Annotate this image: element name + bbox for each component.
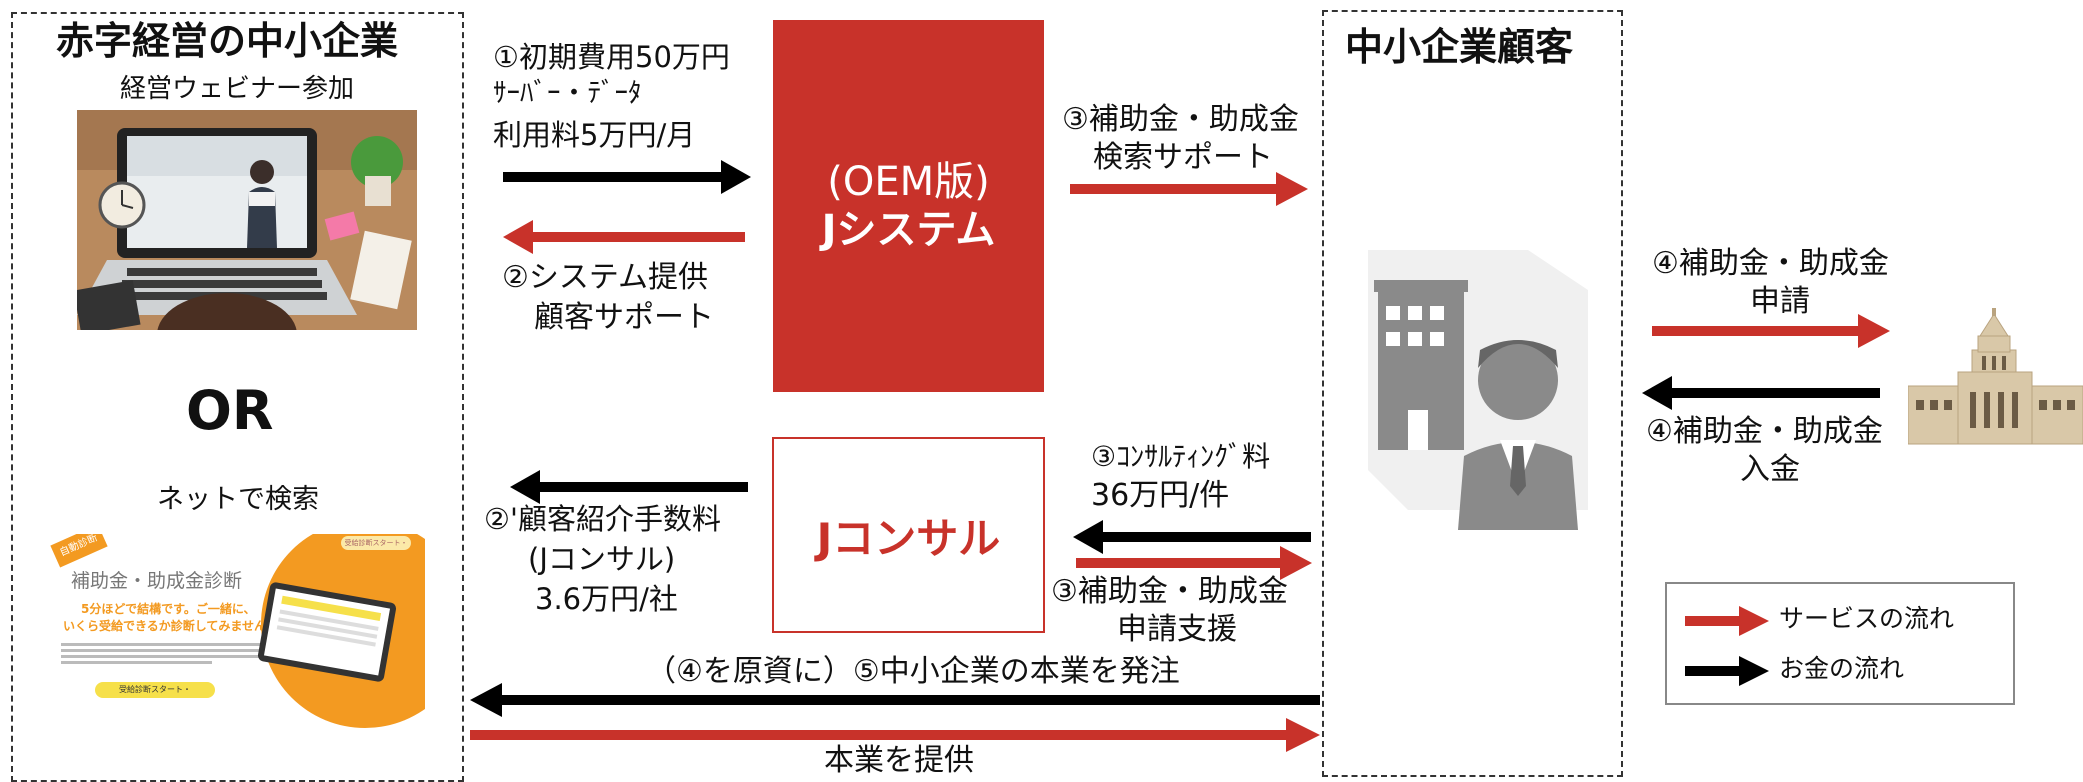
webinar-label: 経営ウェビナー参加 bbox=[120, 74, 355, 104]
diagnosis-mini-button-label: 受給診断スタート・ bbox=[344, 539, 408, 547]
label-consulting-fee-line2: 36万円/件 bbox=[1091, 478, 1230, 513]
label-subsidy-application-line1: ④補助金・助成金 bbox=[1652, 246, 1889, 281]
arrow-search-support bbox=[1070, 172, 1308, 206]
label-application-support-line1: ③補助金・助成金 bbox=[1051, 574, 1288, 609]
diagnosis-webpage: 自動診断 補助金・助成金診断 5分ほどで結構です。ご一緒に、 いくら受給できるか… bbox=[45, 534, 425, 734]
arrow-fee-to-jsystem bbox=[503, 160, 751, 194]
label-search-support-line2: 検索サポート bbox=[1093, 140, 1273, 175]
legend-service-label: サービスの流れ bbox=[1779, 604, 1955, 633]
arrow-system-provision bbox=[503, 220, 745, 254]
label-search-support-line1: ③補助金・助成金 bbox=[1062, 102, 1299, 137]
label-subsidy-payment-line2: 入金 bbox=[1740, 452, 1800, 487]
label-referral-fee-line2: (Jコンサル) bbox=[528, 542, 676, 576]
legend-box: サービスの流れ お金の流れ bbox=[1665, 582, 2015, 705]
label-initial-fee-line3: 利用料5万円/月 bbox=[493, 118, 696, 152]
jsystem-box: (OEM版) Jシステム bbox=[773, 20, 1044, 392]
label-initial-fee-line2: ｻｰﾊﾞｰ・ﾃﾞｰﾀ bbox=[493, 78, 642, 109]
diagnosis-body-text bbox=[61, 640, 276, 667]
label-consulting-fee-line1: ③ｺﾝｻﾙﾃｨﾝｸﾞ料 bbox=[1091, 440, 1271, 473]
search-label: ネットで検索 bbox=[157, 484, 319, 515]
arrow-provide-main-business bbox=[470, 718, 1320, 752]
customer-panel-title: 中小企業顧客 bbox=[1345, 25, 1574, 69]
jsystem-label-line1: (OEM版) bbox=[827, 159, 990, 205]
label-subsidy-payment-line1: ④補助金・助成金 bbox=[1646, 414, 1883, 449]
label-system-provision-line1: ②システム提供 bbox=[502, 260, 708, 295]
jsystem-label-line2: Jシステム bbox=[821, 207, 996, 253]
diagnosis-heading: 補助金・助成金診断 bbox=[71, 570, 243, 592]
or-label: OR bbox=[186, 379, 274, 442]
label-referral-fee-line1: ②'顧客紹介手数料 bbox=[484, 502, 721, 536]
label-subsidy-application-line2: 申請 bbox=[1750, 284, 1810, 319]
arrow-subsidy-payment bbox=[1642, 376, 1880, 410]
label-system-provision-line2: 顧客サポート bbox=[534, 300, 714, 335]
label-application-support-line2: 申請支援 bbox=[1117, 612, 1237, 647]
company-customer-icon bbox=[1368, 250, 1588, 530]
diet-building-icon bbox=[1907, 308, 2083, 448]
arrow-referral-fee bbox=[510, 470, 748, 504]
laptop-webinar-photo-icon bbox=[77, 110, 417, 330]
legend-money-arrow bbox=[1685, 656, 1769, 686]
jconsul-label: Jコンサル bbox=[816, 513, 1001, 563]
diagnosis-start-button[interactable]: 受給診断スタート・ bbox=[95, 682, 215, 698]
diagnosis-start-button-label: 受給診断スタート・ bbox=[119, 685, 191, 694]
label-referral-fee-line3: 3.6万円/社 bbox=[535, 582, 678, 616]
arrow-application-support bbox=[1076, 546, 1312, 580]
left-panel-title: 赤字経営の中小企業 bbox=[56, 19, 399, 63]
customer-panel bbox=[1322, 10, 1623, 777]
arrow-subsidy-application bbox=[1652, 314, 1890, 348]
label-provide-main-business: 本業を提供 bbox=[824, 743, 974, 778]
diagnosis-mini-button: 受給診断スタート・ bbox=[341, 536, 411, 550]
legend-money-label: お金の流れ bbox=[1779, 654, 1905, 683]
diagnosis-catch-line2: いくら受給できるか診断してみませんか。 bbox=[63, 619, 290, 633]
arrow-order-main-business bbox=[470, 683, 1320, 717]
label-initial-fee-line1: ①初期費用50万円 bbox=[493, 40, 730, 74]
label-order-main-business: （④を原資に）⑤中小企業の本業を発注 bbox=[646, 654, 1180, 689]
diagnosis-catch-line1: 5分ほどで結構です。ご一緒に、 bbox=[81, 602, 256, 616]
legend-service-arrow bbox=[1685, 606, 1769, 636]
arrow-consulting-fee bbox=[1073, 520, 1311, 554]
jconsul-box: Jコンサル bbox=[772, 437, 1045, 633]
